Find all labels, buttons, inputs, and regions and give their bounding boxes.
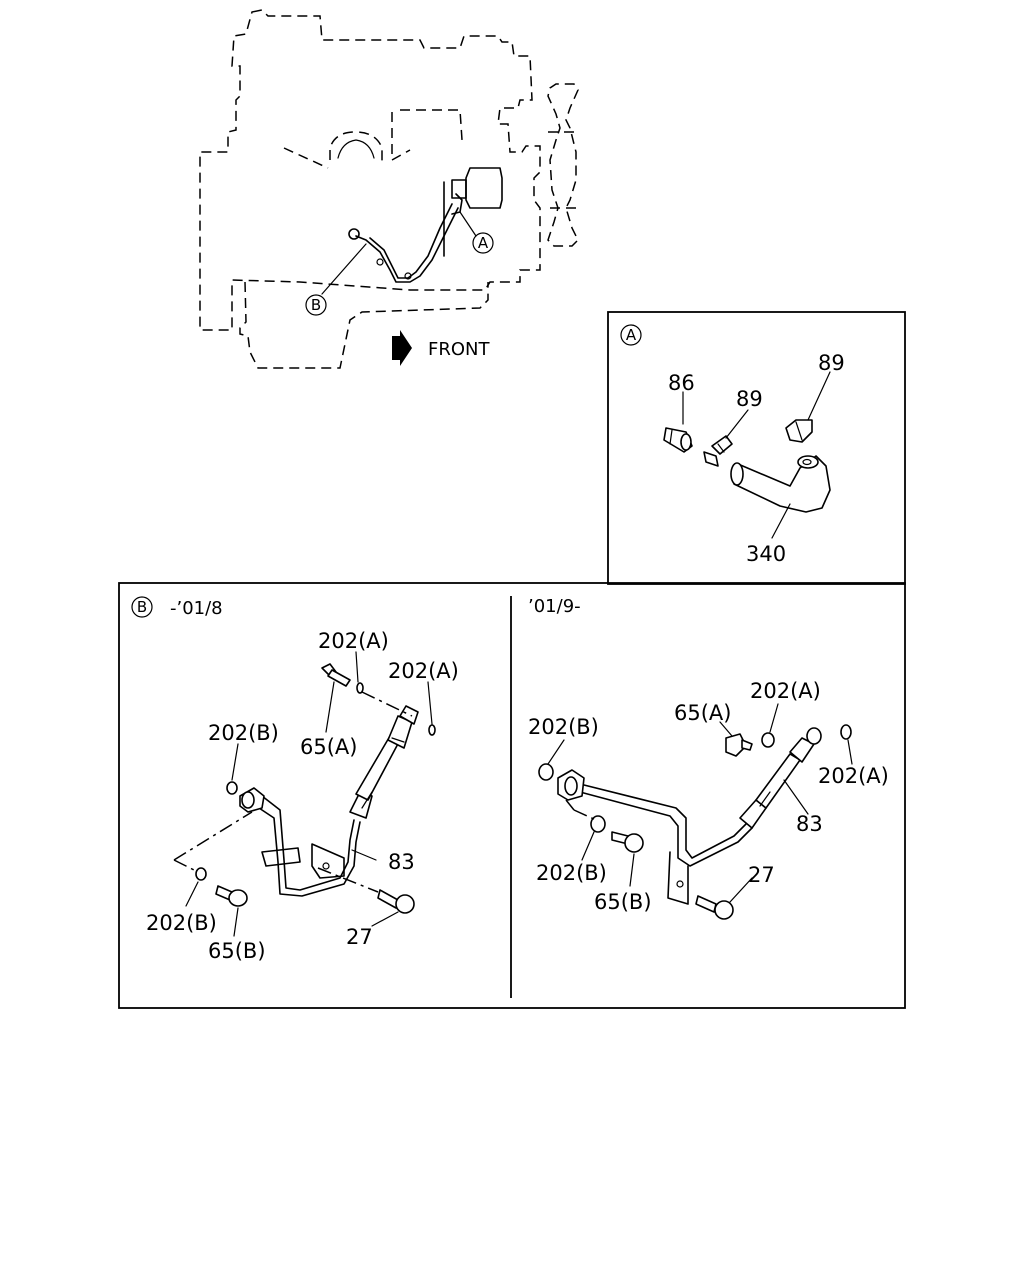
late-washer-202b-bottom (590, 815, 606, 833)
early-label-202b-top: 202(B) (208, 721, 279, 745)
detail-b-marker: B (137, 598, 147, 616)
detail-b-early: B -’01/8 (131, 596, 459, 963)
late-bolt-65b (611, 831, 644, 853)
label-89-right: 89 (818, 351, 845, 375)
early-bolt-27 (377, 889, 415, 914)
late-bolt-65a (725, 733, 753, 757)
late-label-65b: 65(B) (594, 890, 652, 914)
early-label-202a-top: 202(A) (318, 629, 389, 653)
late-pipe-83 (579, 783, 749, 859)
late-washer-202a-right (840, 724, 852, 740)
early-washer-202a-top (356, 682, 364, 694)
front-arrow-icon (392, 330, 412, 366)
late-range: ’01/9- (528, 596, 581, 617)
engine-outline (199, 9, 541, 331)
detail-b-panel (118, 582, 906, 1009)
late-label-202b-bottom: 202(B) (536, 861, 607, 885)
early-label-202a-right: 202(A) (388, 659, 459, 683)
fan-pulley (547, 83, 579, 247)
oil-feed-pipe (355, 207, 459, 283)
oil-pan-outline (239, 281, 489, 369)
part-86-connector (663, 427, 693, 453)
early-washer-202a-right (428, 724, 436, 736)
early-range: -’01/8 (170, 598, 223, 619)
early-label-65b: 65(B) (208, 939, 266, 963)
turbo-housing (465, 167, 503, 209)
early-label-27: 27 (346, 925, 373, 949)
part-89-right-clip (785, 419, 813, 443)
detail-b-late: ’01/9- (528, 596, 889, 920)
part-340-hose (730, 455, 831, 513)
callout-b: B (311, 296, 321, 314)
label-340: 340 (746, 542, 786, 566)
early-label-202b-bottom: 202(B) (146, 911, 217, 935)
label-89-left: 89 (736, 387, 763, 411)
early-label-65a: 65(A) (300, 735, 357, 759)
late-label-83: 83 (796, 812, 823, 836)
engine-overview: A B FRONT (199, 9, 579, 369)
late-label-202b-top: 202(B) (528, 715, 599, 739)
late-bolt-27 (695, 895, 734, 920)
early-washer-202b-top (226, 781, 238, 795)
late-washer-202b-top (538, 763, 554, 781)
early-bolt-65a (321, 663, 351, 687)
late-label-27: 27 (748, 863, 775, 887)
part-89-left-clip (703, 435, 733, 467)
early-label-83: 83 (388, 850, 415, 874)
late-washer-202a-top (761, 732, 775, 748)
late-label-202a-top: 202(A) (750, 679, 821, 703)
late-label-202a-right: 202(A) (818, 764, 889, 788)
head-dome (329, 131, 383, 164)
label-86: 86 (668, 371, 695, 395)
early-washer-202b-bottom (195, 867, 207, 881)
callout-a: A (478, 234, 489, 252)
detail-a-panel: A 86 89 89 (607, 311, 906, 585)
front-label: FRONT (428, 339, 490, 360)
early-pipe-83 (261, 795, 355, 891)
detail-a-marker: A (626, 326, 637, 344)
early-bolt-65b (215, 885, 248, 907)
late-label-65a: 65(A) (674, 701, 731, 725)
